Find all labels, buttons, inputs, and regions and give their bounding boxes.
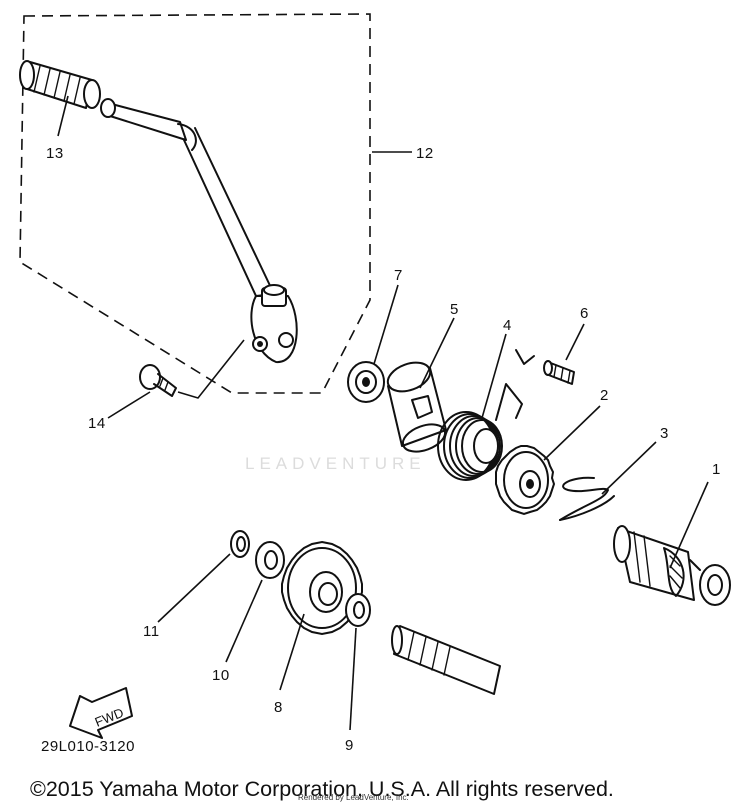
- leader-5: [419, 317, 455, 389]
- circlip: [230, 530, 250, 558]
- pin: [543, 360, 575, 385]
- callout-1: 1: [712, 461, 721, 478]
- render-note: Rendered by LeadVenture, Inc.: [298, 793, 409, 802]
- shaft-reference: [391, 625, 501, 695]
- fwd-arrow: FWD: [69, 687, 133, 739]
- leader-10: [225, 579, 263, 663]
- callout-11: 11: [143, 623, 160, 640]
- kick-axle: [613, 525, 731, 606]
- callout-6: 6: [580, 305, 589, 322]
- callout-labels: 1 2 3 4 5 6 7 8 9 10 11 12 13 14: [46, 145, 721, 754]
- callout-14: 14: [88, 415, 106, 432]
- leader-6: [565, 323, 585, 361]
- leader-1: [669, 481, 709, 569]
- leader-8: [279, 613, 305, 691]
- kick-rubber-grip: [19, 60, 101, 109]
- callout-12: 12: [416, 145, 434, 162]
- kick-lever-arm: [100, 98, 298, 364]
- washer-10: [255, 541, 285, 579]
- oil-seal: [347, 361, 385, 403]
- leader-11: [157, 553, 231, 623]
- leader-4: [481, 333, 507, 419]
- leader-14: [107, 391, 151, 419]
- callout-2: 2: [600, 387, 609, 404]
- callout-8: 8: [274, 699, 283, 716]
- callout-4: 4: [503, 317, 512, 334]
- callout-5: 5: [450, 301, 459, 318]
- washer-9: [345, 593, 371, 627]
- assembly-boundary-12: [19, 13, 371, 394]
- clip: [559, 476, 615, 521]
- kick-idle-gear: [281, 540, 363, 636]
- leader-9: [349, 627, 357, 731]
- ratchet-wheel: [495, 445, 556, 516]
- leader-3: [601, 441, 657, 495]
- watermark: LEADVENTURE: [245, 454, 426, 473]
- callout-7: 7: [394, 267, 403, 284]
- callout-10: 10: [212, 667, 230, 684]
- leader-7: [373, 284, 399, 365]
- leader-lines: [57, 95, 709, 731]
- bolt: [139, 339, 245, 399]
- diagram-code: 29L010-3120: [41, 738, 135, 755]
- callout-3: 3: [660, 425, 669, 442]
- leader-2: [543, 405, 601, 461]
- leader-13: [57, 95, 69, 137]
- spring-guide: [386, 361, 447, 453]
- callout-13: 13: [46, 145, 64, 162]
- callout-9: 9: [345, 737, 354, 754]
- torsion-spring: [437, 349, 535, 481]
- copyright-notice: ©2015 Yamaha Motor Corporation, U.S.A. A…: [30, 777, 614, 801]
